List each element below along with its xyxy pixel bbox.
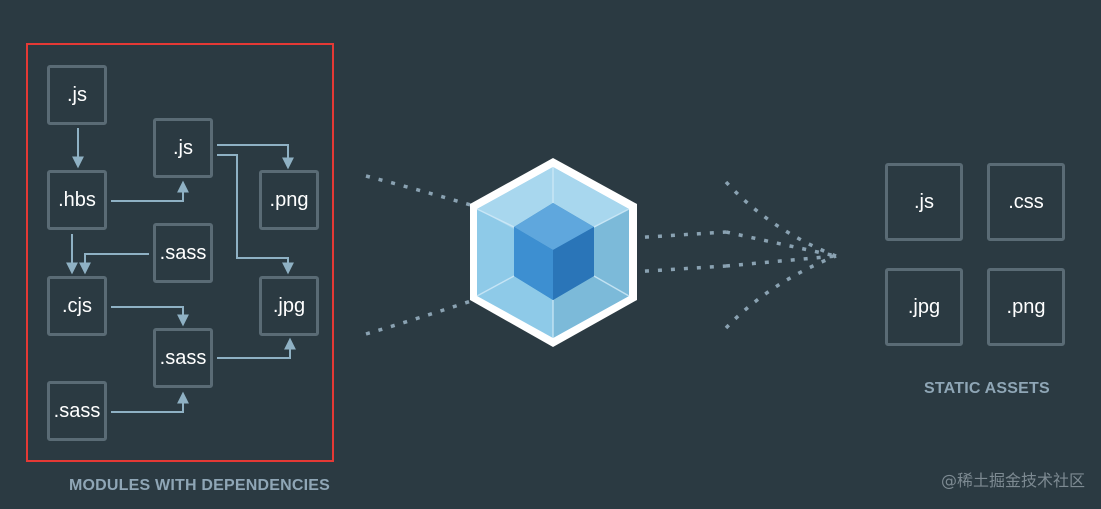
asset-png-label: .png (1006, 295, 1046, 318)
flow-line-converge-2 (725, 254, 837, 268)
flow-line-converge-1 (725, 230, 837, 258)
module-png-label: .png (269, 188, 309, 211)
arrow-cjs-to-sass2 (111, 306, 189, 327)
asset-js: .js (885, 163, 963, 241)
webpack-logo (470, 158, 637, 347)
flow-lines (365, 174, 837, 336)
asset-jpg: .jpg (885, 268, 963, 346)
arrow-js2-to-png (217, 144, 294, 170)
arrow-sass1-to-cjs (79, 253, 149, 275)
asset-js-label: .js (914, 190, 934, 213)
arrow-hbs-to-js2 (111, 180, 189, 202)
module-sass-middle: .sass (153, 328, 213, 388)
flow-line-in-bottom (365, 298, 475, 336)
asset-css-label: .css (1008, 190, 1044, 213)
module-hbs: .hbs (47, 170, 107, 230)
module-js-secondary-label: .js (173, 136, 193, 159)
module-sass-middle-label: .sass (159, 346, 207, 369)
arrow-sass2-to-jpg (217, 337, 296, 359)
watermark: @稀土掘金技术社区 (940, 471, 1085, 490)
arrow-sass3-to-sass2 (111, 391, 189, 413)
module-sass-top: .sass (153, 223, 213, 283)
arrow-js2-to-jpg (217, 154, 294, 275)
module-jpg-label: .jpg (272, 294, 306, 317)
assets-caption: STATIC ASSETS (924, 380, 1050, 397)
flow-line-curve-bottom (724, 254, 837, 330)
module-sass-bottom: .sass (47, 381, 107, 441)
asset-png: .png (987, 268, 1065, 346)
flow-line-out-1 (631, 230, 727, 240)
flow-line-out-2 (631, 264, 727, 274)
modules-caption: MODULES WITH DEPENDENCIES (69, 477, 331, 494)
module-sass-bottom-label: .sass (53, 399, 101, 422)
asset-jpg-label: .jpg (907, 295, 941, 318)
module-cjs: .cjs (47, 276, 107, 336)
module-sass-top-label: .sass (159, 241, 207, 264)
module-js: .js (47, 65, 107, 125)
module-js-label: .js (67, 83, 87, 106)
module-jpg: .jpg (259, 276, 319, 336)
flow-line-curve-top (724, 180, 837, 258)
flow-line-in-top (365, 174, 475, 208)
module-cjs-label: .cjs (62, 294, 92, 317)
asset-css: .css (987, 163, 1065, 241)
modules-highlight-frame (26, 43, 334, 462)
module-png: .png (259, 170, 319, 230)
dependency-arrows (66, 128, 296, 413)
module-hbs-label: .hbs (58, 188, 96, 211)
module-js-secondary: .js (153, 118, 213, 178)
